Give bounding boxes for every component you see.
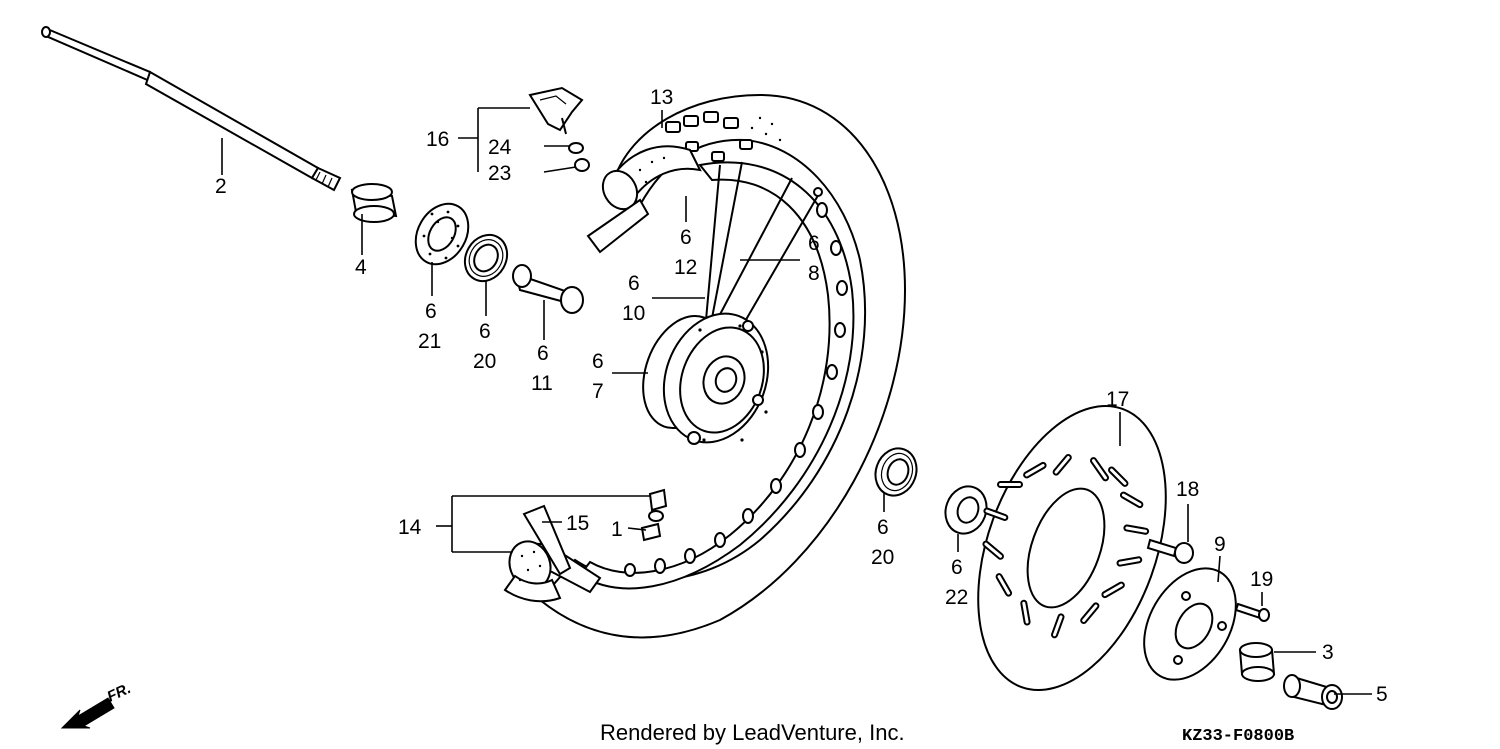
callout-1: 1 [611, 518, 623, 541]
leader-lines [221, 107, 1372, 695]
dust-seal[interactable] [405, 194, 479, 273]
direction-label: FR. [105, 680, 134, 706]
callout-19: 19 [1250, 568, 1273, 591]
callout-6-spoke-b: 6 [808, 232, 820, 255]
callout-6-bearing-right: 6 [877, 516, 889, 539]
axle[interactable] [41, 26, 342, 192]
callout-10: 10 [622, 302, 645, 325]
callout-6-bearing-left: 6 [479, 320, 491, 343]
speedometer-retainer[interactable] [1125, 552, 1254, 696]
callout-17: 17 [1106, 388, 1129, 411]
callout-16: 16 [426, 128, 449, 151]
callout-3: 3 [1322, 641, 1334, 664]
screw[interactable] [1234, 602, 1270, 622]
radial-bearing-left[interactable] [457, 227, 516, 289]
callout-8: 8 [808, 262, 820, 285]
front-direction-indicator: FR. [60, 680, 134, 729]
callout-6-spoke-a: 6 [628, 272, 640, 295]
callout-12: 12 [674, 256, 697, 279]
callout-21: 21 [418, 330, 441, 353]
axle-nut[interactable] [1283, 674, 1343, 710]
callout-13: 13 [650, 86, 673, 109]
callout-2: 2 [215, 175, 227, 198]
tube-lower-section[interactable] [503, 536, 602, 603]
callout-6-hub: 6 [592, 350, 604, 373]
callout-15: 15 [566, 512, 589, 535]
callout-6-seal-right: 6 [951, 556, 963, 579]
callout-20-left: 20 [473, 350, 496, 373]
callout-numbers: 1 2 3 4 5 6 7 6 8 9 6 10 6 11 6 12 13 14… [215, 86, 1388, 706]
callout-22: 22 [945, 586, 968, 609]
render-credit: Rendered by LeadVenture, Inc. [600, 720, 905, 745]
callout-20-right: 20 [871, 546, 894, 569]
valve-cap-and-core[interactable] [640, 488, 668, 542]
diagram-code: KZ33-F0800B [1182, 727, 1294, 746]
tire[interactable] [538, 93, 907, 639]
side-collar[interactable] [1238, 642, 1276, 682]
front-wheel-hub[interactable] [628, 299, 785, 457]
distance-collar[interactable] [512, 264, 584, 314]
axle-collar[interactable] [350, 183, 398, 223]
callout-7: 7 [592, 380, 604, 403]
callout-6-seal-left: 6 [425, 300, 437, 323]
disc-bolt[interactable] [1146, 538, 1194, 564]
callout-23: 23 [488, 162, 511, 185]
inner-tube[interactable] [586, 145, 702, 254]
callout-24: 24 [488, 136, 512, 159]
brake-disc[interactable] [942, 380, 1201, 716]
callout-11: 11 [531, 372, 553, 395]
callout-6-tube: 6 [680, 226, 692, 249]
callout-14: 14 [398, 516, 422, 539]
callout-9: 9 [1214, 533, 1226, 556]
rim-band[interactable] [522, 504, 572, 576]
dust-seal-right[interactable] [939, 481, 993, 540]
spokes[interactable] [705, 161, 823, 331]
callout-5: 5 [1376, 683, 1388, 706]
radial-bearing-right[interactable] [869, 443, 923, 502]
callout-6-collar: 6 [537, 342, 549, 365]
front-direction-arrow-icon [60, 697, 115, 729]
callout-4: 4 [355, 256, 367, 279]
rim-lock-assembly[interactable] [528, 86, 590, 172]
callout-18: 18 [1176, 478, 1199, 501]
